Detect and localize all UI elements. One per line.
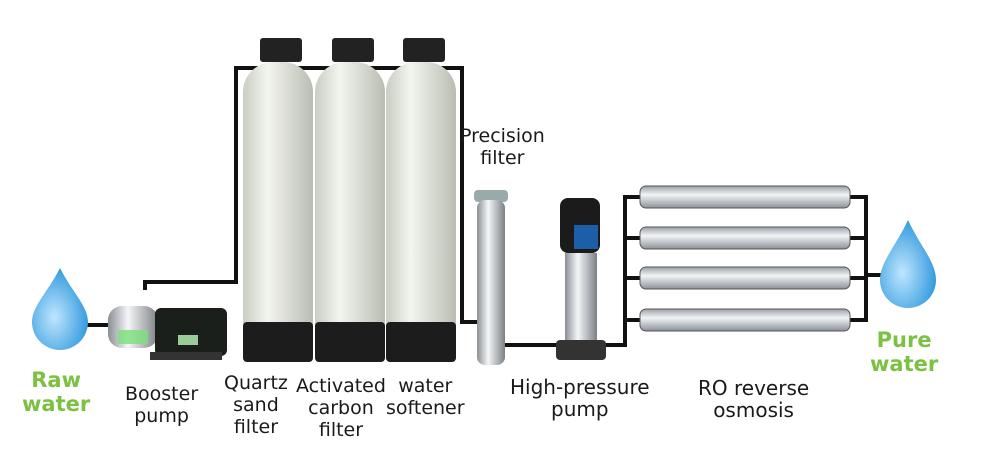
label-line: pump [551, 397, 609, 421]
label-line: softener [386, 397, 465, 419]
label-line: filter [233, 416, 279, 438]
label-line: Booster [125, 383, 199, 405]
label-line: RO reverse [698, 376, 810, 400]
label-line: Raw [31, 368, 81, 392]
softener-tank-icon [386, 38, 456, 362]
label-line: water [22, 392, 91, 416]
label-line: water [398, 375, 453, 397]
label-line: Quartz [224, 372, 288, 394]
carbon-filter-tank-icon [315, 38, 385, 362]
pipes [85, 66, 885, 347]
label-line: Activated [296, 375, 386, 397]
quartz-sand-tank-icon [243, 38, 313, 362]
label-line: carbon [308, 397, 374, 419]
label-line: filter [480, 147, 525, 169]
label-line: pump [134, 405, 189, 427]
raw-water-drop-icon [32, 268, 88, 350]
label-line: High-pressure [510, 375, 650, 399]
tanks [243, 38, 456, 362]
label-line: water [870, 352, 939, 376]
precision-filter-icon [474, 190, 508, 365]
pure-water-drop-icon [880, 220, 936, 308]
label-line: filter [318, 419, 364, 441]
ro-membranes-icon [639, 185, 851, 332]
high-pressure-pump-icon [556, 198, 606, 360]
label-line: sand [233, 394, 279, 416]
label-line: osmosis [713, 398, 794, 422]
label-line: Precision [460, 125, 545, 147]
booster-pump-icon [108, 306, 227, 360]
label-line: Pure [876, 328, 932, 352]
